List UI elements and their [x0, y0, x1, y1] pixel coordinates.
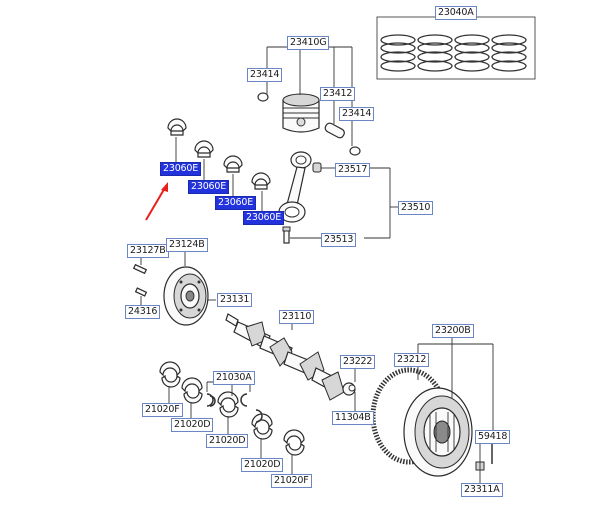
label-23510[interactable]: 23510 [398, 201, 434, 215]
label-23414-pin-clip[interactable]: 23414 [339, 107, 375, 121]
label-23124B[interactable]: 23124B [166, 238, 208, 252]
label-21020D-2[interactable]: 21020D [206, 434, 249, 448]
connecting-rod [278, 151, 322, 244]
label-23060E-4[interactable]: 23060E [243, 211, 285, 225]
label-23110[interactable]: 23110 [279, 310, 315, 324]
label-23513[interactable]: 23513 [321, 233, 357, 247]
label-21020F-1[interactable]: 21020F [142, 403, 183, 417]
label-21020D-3[interactable]: 21020D [241, 458, 284, 472]
label-24316[interactable]: 24316 [125, 305, 161, 319]
crankshaft [225, 313, 356, 401]
label-23311A[interactable]: 23311A [461, 483, 503, 497]
label-21030A[interactable]: 21030A [213, 371, 255, 385]
piston [257, 92, 361, 156]
label-23131[interactable]: 23131 [217, 293, 253, 307]
label-23410G[interactable]: 23410G [287, 36, 330, 50]
piston-ring-set [376, 12, 536, 80]
label-59418[interactable]: 59418 [475, 430, 511, 444]
label-23414-ring-clip[interactable]: 23414 [247, 68, 283, 82]
conrod-bearings [167, 118, 271, 212]
red-arrow-icon [145, 182, 168, 221]
flywheel [370, 367, 493, 477]
main-bearings [159, 361, 305, 456]
label-21020F-2[interactable]: 21020F [271, 474, 312, 488]
conrod-leader-lines [290, 167, 398, 239]
label-23517[interactable]: 23517 [335, 163, 371, 177]
label-23040A[interactable]: 23040A [435, 6, 477, 20]
label-23127B[interactable]: 23127B [127, 244, 169, 258]
label-23060E-1[interactable]: 23060E [160, 162, 202, 176]
label-23060E-2[interactable]: 23060E [188, 180, 230, 194]
damper-pulley [132, 263, 209, 326]
label-23412[interactable]: 23412 [320, 87, 356, 101]
label-23212[interactable]: 23212 [394, 353, 430, 367]
label-11304B[interactable]: 11304B [332, 411, 374, 425]
label-23060E-3[interactable]: 23060E [215, 196, 257, 210]
label-23222[interactable]: 23222 [340, 355, 376, 369]
label-21020D-1[interactable]: 21020D [171, 418, 214, 432]
pulley-leader-lines [140, 250, 216, 306]
label-23200B[interactable]: 23200B [432, 324, 474, 338]
